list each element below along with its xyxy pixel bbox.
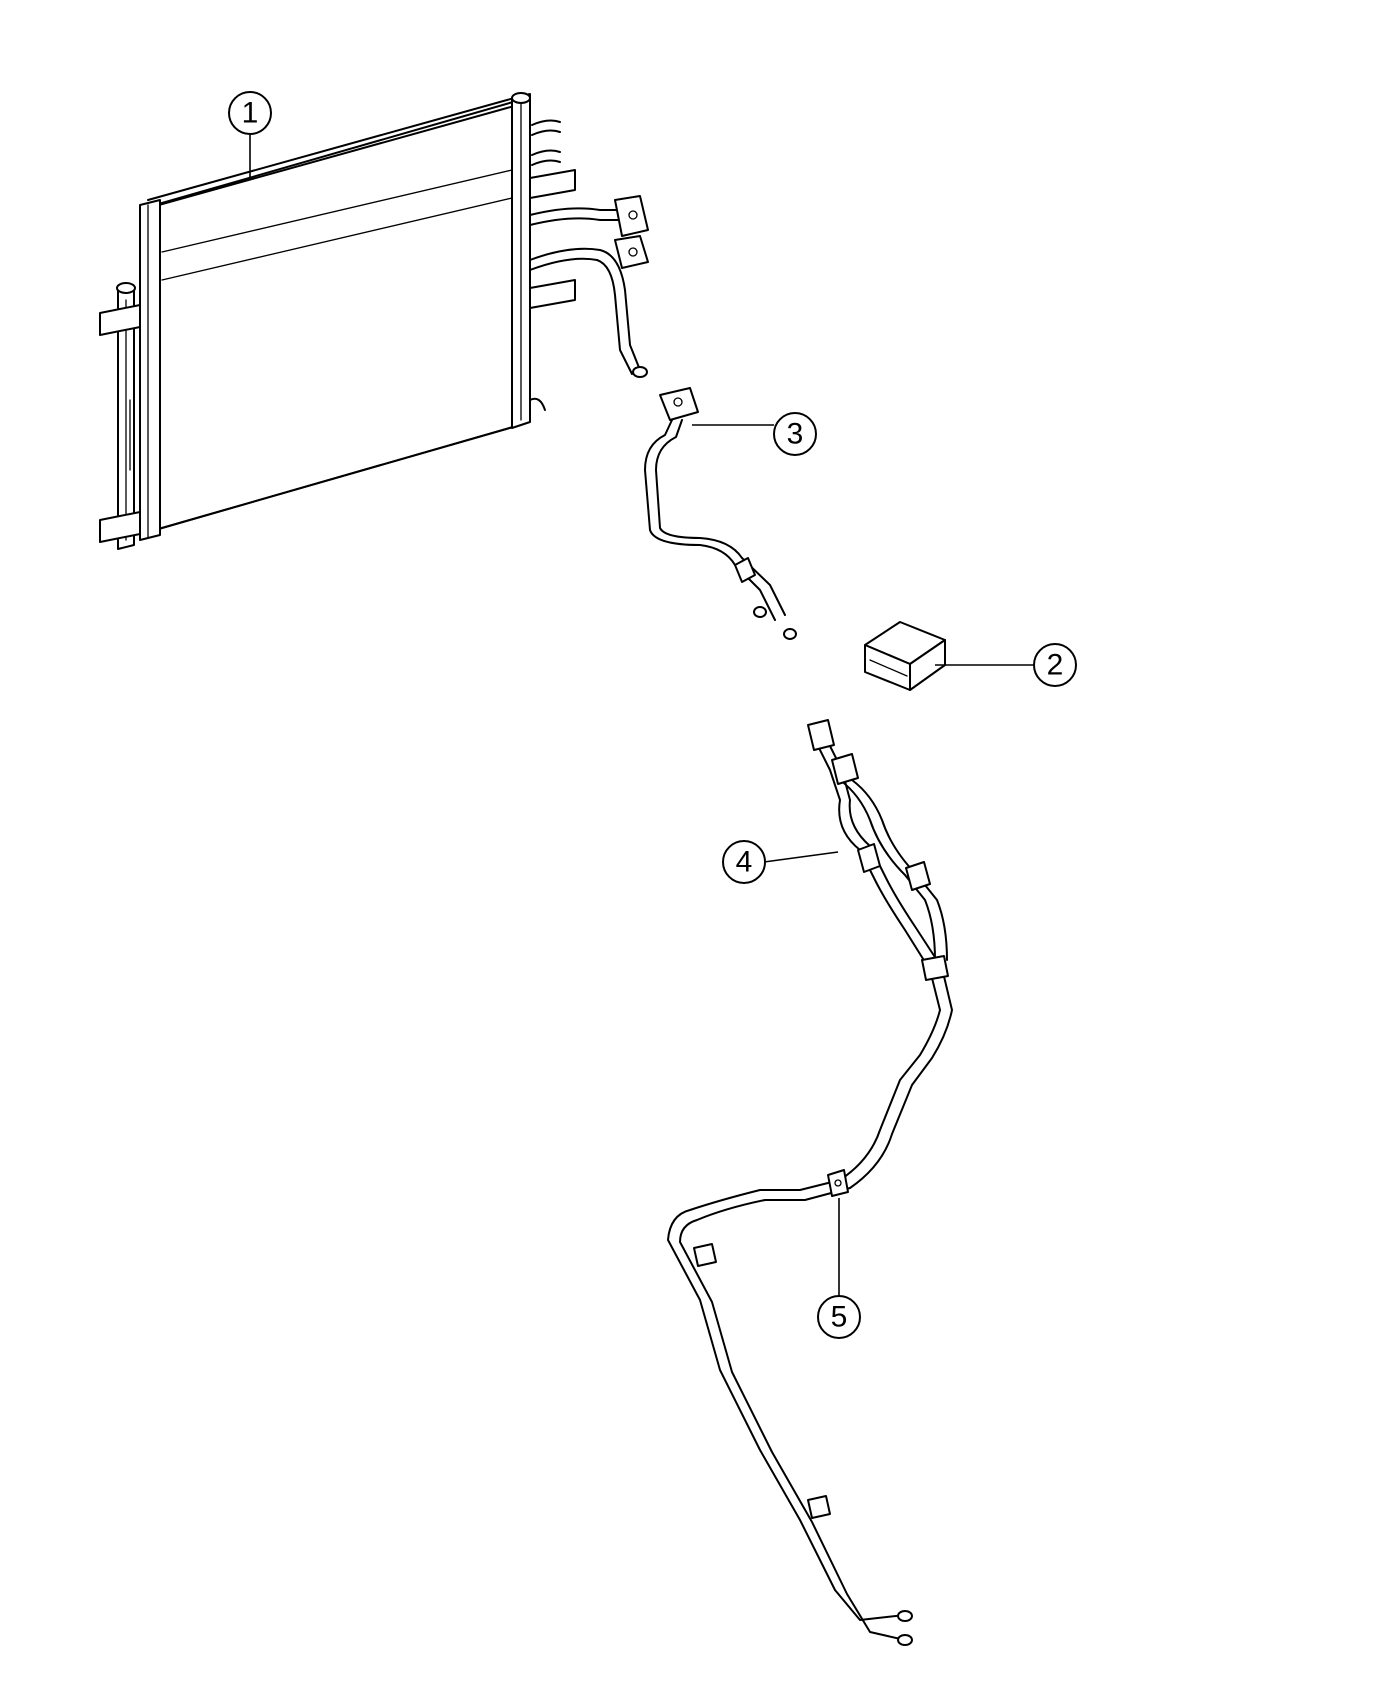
- callout-2-label: 2: [1047, 649, 1064, 682]
- line-part-3: [644, 387, 797, 640]
- callout-5-label: 5: [831, 1301, 848, 1334]
- callout-1-label: 1: [242, 97, 259, 130]
- line-part-4: [667, 719, 953, 1646]
- callout-3-label: 3: [787, 418, 804, 451]
- condenser-part: [99, 92, 649, 550]
- clip-part-5: [827, 1169, 849, 1197]
- callout-4: 4: [722, 840, 839, 884]
- callout-4-label: 4: [736, 846, 753, 879]
- callout-5: 5: [817, 1198, 861, 1339]
- callout-3: 3: [692, 412, 817, 456]
- callout-1: 1: [228, 91, 272, 178]
- pad-part: [864, 621, 946, 691]
- callout-2: 2: [935, 643, 1077, 687]
